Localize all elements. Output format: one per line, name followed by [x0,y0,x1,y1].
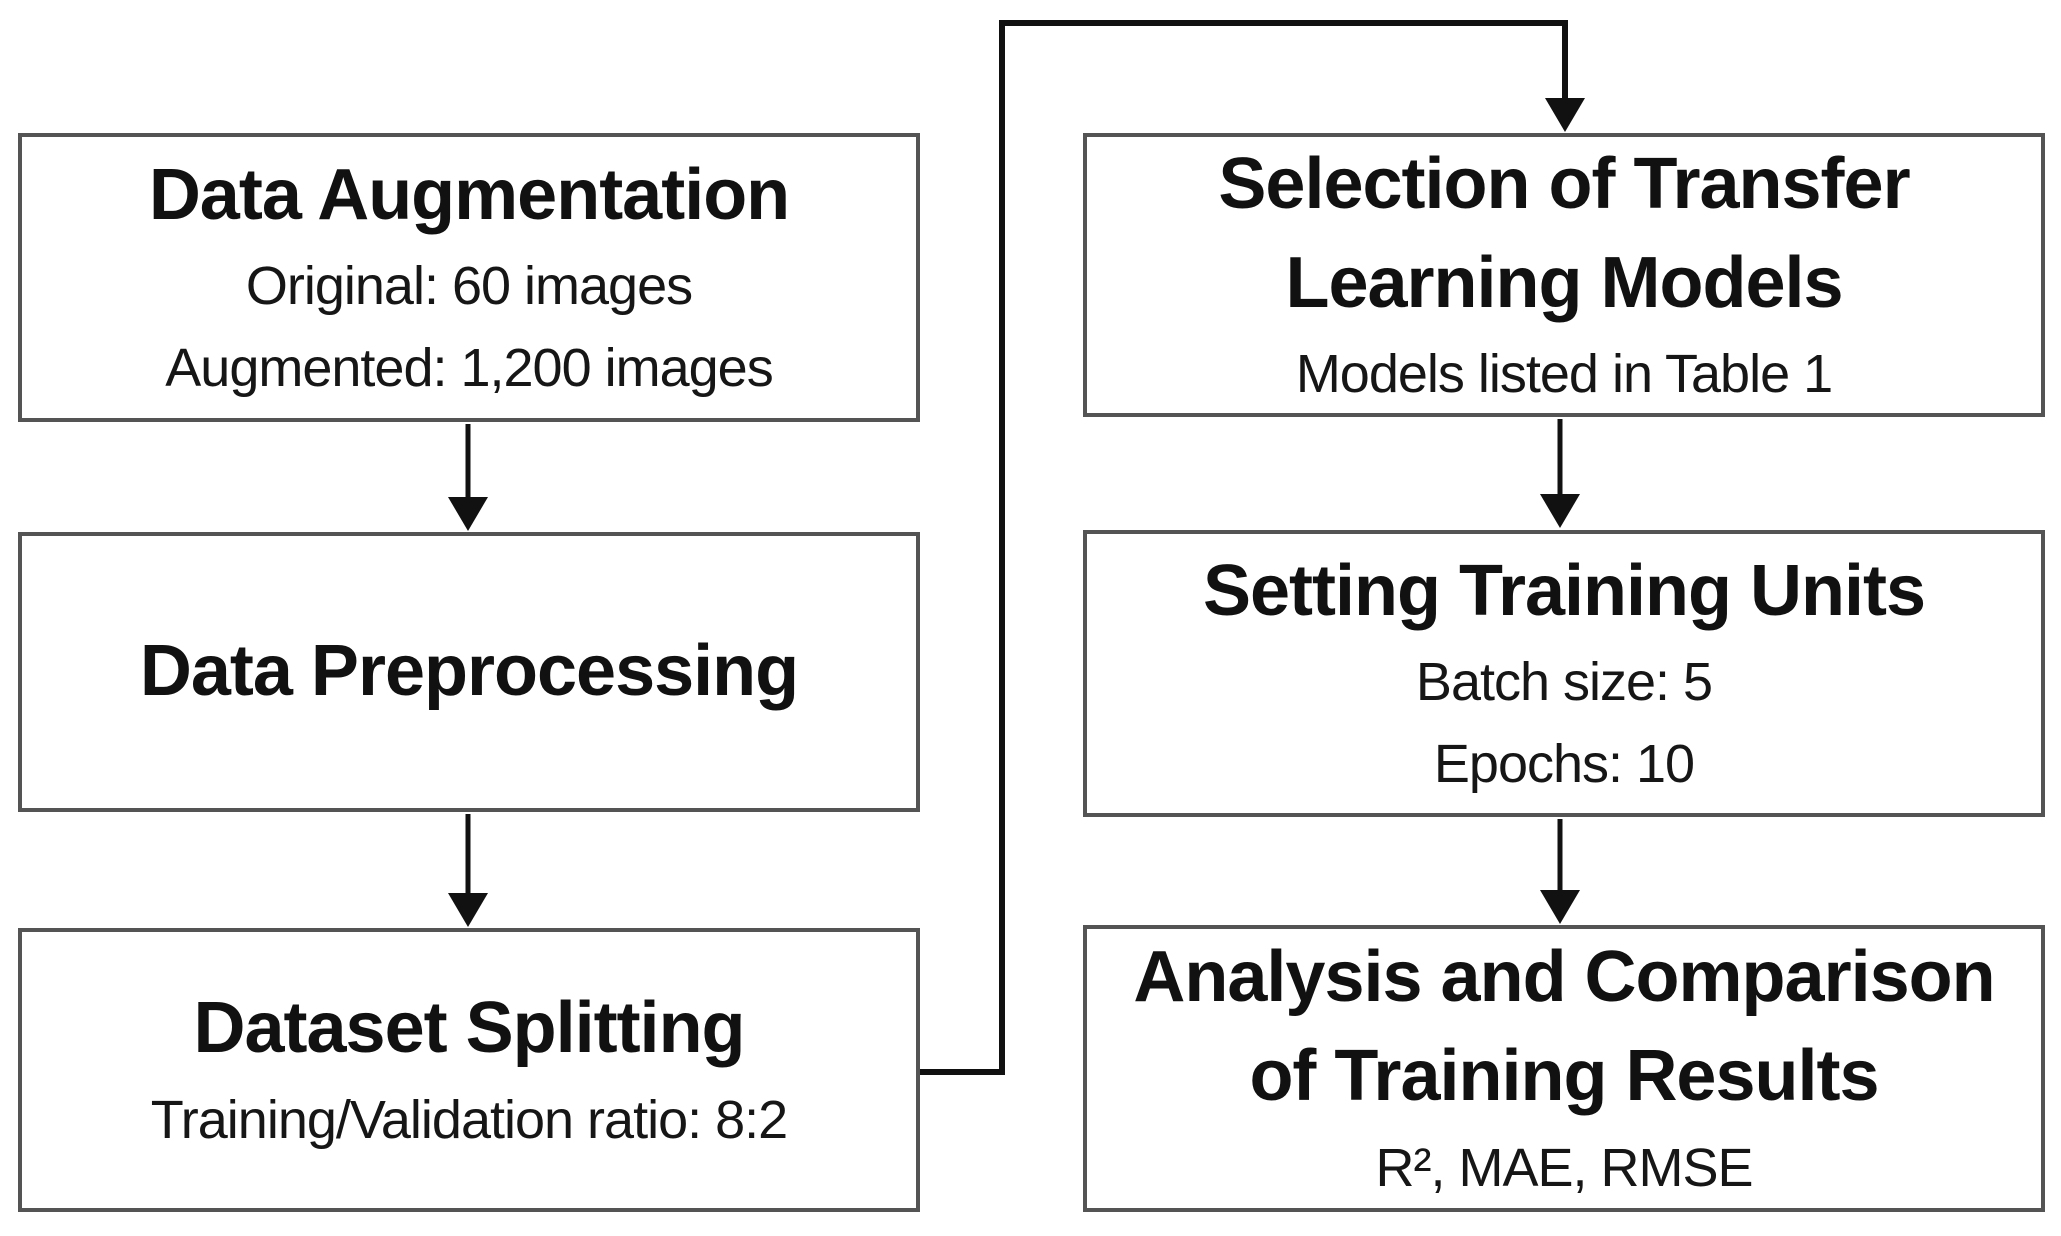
arrow-augmentation-to-preprocessing [448,424,488,531]
node-dataset-splitting: Dataset Splitting Training/Validation ra… [18,928,920,1212]
node-detail: Batch size: 5 [1415,652,1713,713]
node-data-preprocessing: Data Preprocessing [18,532,920,812]
node-title: Selection of Transfer [1218,143,1910,224]
node-title: Dataset Splitting [193,988,745,1069]
node-title: Data Preprocessing [139,631,799,712]
node-detail: Models listed in Table 1 [1295,344,1833,405]
node-title: of Training Results [1249,1036,1879,1117]
node-detail: Original: 60 images [245,256,693,317]
node-title: Analysis and Comparison [1133,937,1995,1018]
node-detail: Augmented: 1,200 images [165,338,773,399]
node-detail: R², MAE, RMSE [1375,1137,1753,1198]
node-detail: Training/Validation ratio: 8:2 [150,1089,788,1150]
arrow-preprocessing-to-splitting [448,814,488,927]
arrow-selection-to-units [1540,419,1580,528]
node-title: Setting Training Units [1202,550,1926,631]
node-title: Data Augmentation [148,154,790,235]
node-setting-training-units: Setting Training Units Batch size: 5 Epo… [1083,530,2045,817]
node-title: Learning Models [1285,242,1843,323]
node-detail: Epochs: 10 [1433,734,1695,795]
node-data-augmentation: Data Augmentation Original: 60 images Au… [18,133,920,422]
connector-splitting-to-selection [918,20,1585,1075]
arrow-units-to-analysis [1540,819,1580,924]
node-analysis-and-comparison-of-training-results: Analysis and Comparison of Training Resu… [1083,925,2045,1212]
node-selection-of-transfer-learning-models: Selection of Transfer Learning Models Mo… [1083,133,2045,417]
